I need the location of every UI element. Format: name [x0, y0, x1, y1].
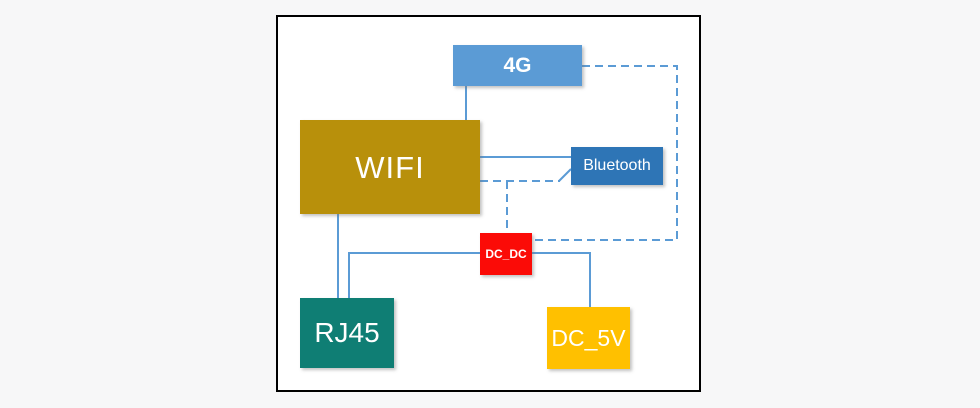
node-wifi: WIFI — [300, 120, 480, 214]
connector-dcdc-dc5v — [532, 252, 591, 307]
node-4g: 4G — [453, 45, 582, 86]
diagram-frame: 4G WIFI Bluetooth DC_DC RJ45 DC_5V — [276, 15, 701, 392]
node-bluetooth: Bluetooth — [571, 147, 663, 185]
node-dc-dc: DC_DC — [480, 233, 532, 275]
connector-dcdc-rj45 — [348, 252, 480, 298]
connector-lines — [337, 65, 678, 307]
node-dc-5v: DC_5V — [547, 307, 630, 369]
connector-dashed-bluetooth-end — [558, 168, 572, 182]
node-rj45: RJ45 — [300, 298, 394, 368]
connector-dashed-4g-dcdc — [532, 65, 678, 241]
